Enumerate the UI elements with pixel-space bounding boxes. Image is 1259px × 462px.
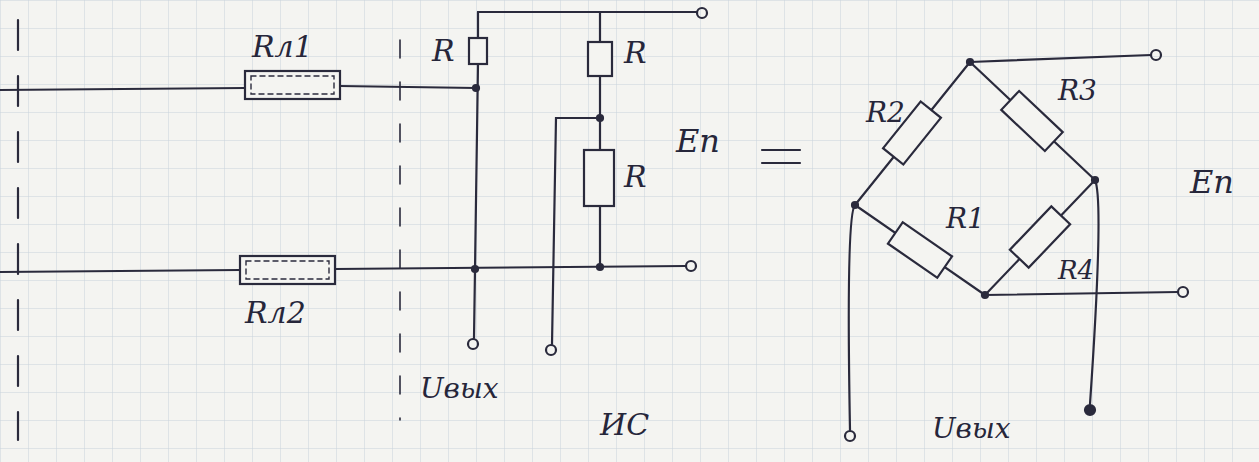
- terminal: [845, 431, 855, 441]
- wire: [477, 12, 479, 38]
- circuit-label: Eп: [676, 124, 720, 159]
- terminal: [1085, 405, 1095, 415]
- wire: [985, 180, 1095, 295]
- circuit-label: R1: [946, 204, 985, 235]
- terminal: [546, 345, 556, 355]
- equals-sign: [762, 149, 800, 151]
- resistor-symbol: [240, 256, 335, 284]
- circuit-label: Uвых: [932, 414, 1011, 445]
- wire: [599, 76, 601, 150]
- wire: [0, 88, 245, 90]
- terminal: [686, 261, 696, 271]
- circuit-label: Uвых: [420, 374, 499, 405]
- wire: [970, 55, 1151, 62]
- wire: [985, 292, 1178, 295]
- equals-sign: [762, 162, 800, 164]
- wire: [855, 62, 970, 205]
- wire: [599, 12, 601, 42]
- resistor-symbol: [469, 38, 487, 64]
- terminal: [468, 339, 478, 349]
- resistor-symbol: [584, 150, 614, 206]
- circuit-label: R3: [1058, 76, 1097, 107]
- circuit-label: R: [624, 160, 647, 193]
- junction-dot: [597, 264, 603, 270]
- circuit-label: Rл2: [245, 296, 306, 329]
- resistor-symbol: [245, 71, 340, 99]
- resistor-symbol: [888, 222, 952, 278]
- wire: [340, 86, 476, 88]
- circuit-label: R: [624, 36, 647, 69]
- circuit-label: Rл1: [252, 30, 313, 63]
- wire: [478, 11, 697, 13]
- circuit-label: ИС: [600, 408, 649, 441]
- terminal: [1151, 50, 1161, 60]
- junction-dot: [472, 266, 478, 272]
- junction-dot: [473, 85, 479, 91]
- resistor-symbol: [588, 42, 612, 76]
- wire: [855, 205, 985, 295]
- resistor-symbol: [1001, 91, 1062, 151]
- margin-line: [17, 20, 19, 440]
- circuit-label: Eп: [1190, 165, 1234, 200]
- wire: [552, 118, 600, 344]
- wire: [335, 266, 686, 269]
- wire: [599, 206, 601, 267]
- wire: [474, 64, 478, 338]
- wire: [0, 270, 240, 272]
- circuit-label: R: [432, 34, 455, 67]
- wire: [1090, 180, 1099, 404]
- terminal: [1178, 287, 1188, 297]
- circuit-label: R4: [1058, 256, 1094, 285]
- circuit-label: R2: [866, 98, 905, 129]
- wire: [849, 205, 855, 430]
- divider-dash: [399, 40, 401, 420]
- terminal: [697, 8, 707, 18]
- resistor-hatch: [251, 76, 334, 94]
- resistor-hatch: [246, 261, 329, 279]
